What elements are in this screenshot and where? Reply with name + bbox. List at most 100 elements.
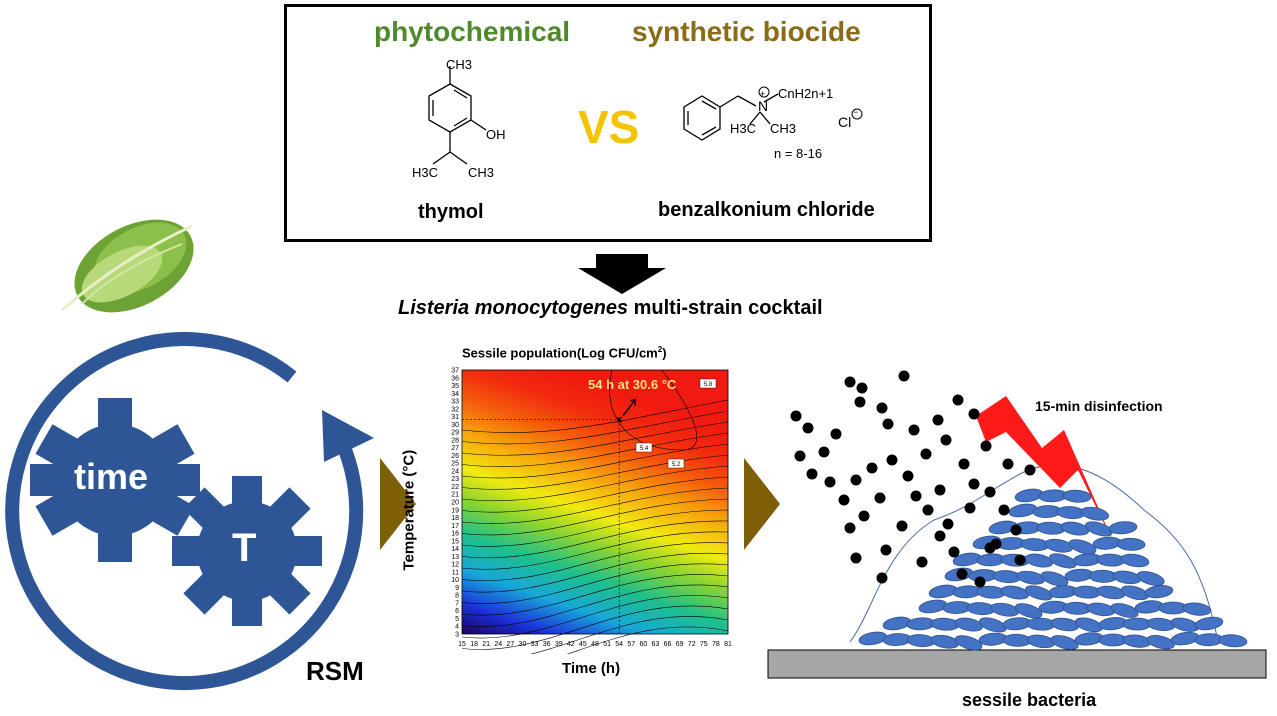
svg-text:5.2: 5.2 xyxy=(672,462,681,468)
benzalkonium-structure xyxy=(683,86,779,141)
x-tick-label: 30 xyxy=(519,641,527,648)
y-tick-label: 11 xyxy=(452,569,459,576)
y-tick-label: 14 xyxy=(451,546,459,553)
planktonic-cell xyxy=(1010,524,1022,536)
sessile-cell xyxy=(979,617,1007,633)
x-tick-label: 27 xyxy=(506,641,514,648)
y-tick-label: 32 xyxy=(451,406,459,413)
planktonic-cell xyxy=(806,468,818,480)
sessile-cell xyxy=(1050,635,1079,650)
substrate-surface xyxy=(767,649,1267,679)
planktonic-cell xyxy=(908,424,920,436)
bac-chain: CnH2n+1 xyxy=(778,86,834,101)
x-tick-label: 75 xyxy=(700,641,708,648)
y-tick-label: 8 xyxy=(455,593,459,600)
x-tick-label: 42 xyxy=(567,641,575,648)
x-tick-label: 66 xyxy=(664,641,672,648)
svg-text:5.8: 5.8 xyxy=(704,382,713,388)
bac-n: N xyxy=(758,98,769,114)
contour-line xyxy=(461,421,729,456)
gear-t-icon xyxy=(172,476,322,626)
sessile-cell xyxy=(1000,585,1030,600)
rsm-arrowhead-icon xyxy=(322,410,374,462)
planktonic-cell xyxy=(794,450,806,462)
gear-time-label: time xyxy=(74,456,149,497)
y-tick-label: 7 xyxy=(455,600,459,607)
olive-arrow-1-icon xyxy=(380,458,416,550)
x-tick-label: 39 xyxy=(555,641,563,648)
contour-line xyxy=(461,595,729,639)
biofilm-scene xyxy=(767,370,1267,679)
comparison-box xyxy=(284,4,932,242)
contour-line xyxy=(461,520,729,559)
thymol-ch3-bottom: CH3 xyxy=(468,165,495,180)
planktonic-cell xyxy=(876,572,888,584)
x-tick-label: 51 xyxy=(603,641,611,648)
y-tick-label: 9 xyxy=(455,585,459,592)
bac-cl: Cl xyxy=(838,114,852,130)
contour-line xyxy=(461,454,729,490)
x-tick-label: 45 xyxy=(579,641,587,648)
x-tick-label: 15 xyxy=(458,641,466,648)
contour-line xyxy=(461,443,729,479)
planktonic-cell xyxy=(818,446,830,458)
optimum-annotation: 54 h at 30.6 °C xyxy=(588,377,677,392)
y-tick-label: 29 xyxy=(451,430,459,437)
contour-line xyxy=(461,476,729,513)
planktonic-cell xyxy=(958,458,970,470)
planktonic-cell xyxy=(920,448,932,460)
rsm-label: RSM xyxy=(306,656,364,686)
y-tick-label: 27 xyxy=(451,445,459,452)
optimum-arrow-icon xyxy=(622,398,636,417)
chart-ylabel: Temperature (°C) xyxy=(400,449,418,571)
y-tick-label: 35 xyxy=(451,383,459,390)
y-tick-label: 5 xyxy=(455,616,459,623)
sessile-cell xyxy=(1040,571,1069,587)
y-tick-label: 3 xyxy=(455,632,459,639)
x-tick-label: 21 xyxy=(482,641,490,648)
x-tick-label: 69 xyxy=(676,641,684,648)
contour-line xyxy=(461,399,729,433)
contour-line xyxy=(461,552,729,593)
bac-h3c: H3C xyxy=(730,121,757,136)
sessile-cell xyxy=(954,617,984,632)
planktonic-cell xyxy=(882,418,894,430)
planktonic-cell xyxy=(854,396,866,408)
y-tick-label: 21 xyxy=(451,492,459,499)
sessile-cell xyxy=(1146,635,1175,650)
contour-line xyxy=(461,487,729,524)
planktonic-cell xyxy=(790,410,802,422)
planktonic-cell xyxy=(984,542,996,554)
sessile-cell xyxy=(1122,617,1152,631)
disinfection-label: 15-min disinfection xyxy=(1035,398,1163,414)
y-tick-label: 10 xyxy=(451,577,459,584)
planktonic-cell xyxy=(948,546,960,558)
planktonic-cell xyxy=(896,520,908,532)
svg-text:5.4: 5.4 xyxy=(640,446,649,452)
optimum-marker: × xyxy=(616,413,623,427)
planktonic-cell xyxy=(886,454,898,466)
sessile-cell xyxy=(1049,553,1077,569)
contour-line xyxy=(461,432,729,467)
vs-label: VS xyxy=(578,101,640,153)
benzalkonium-label: benzalkonium chloride xyxy=(658,199,875,221)
planktonic-cell xyxy=(934,530,946,542)
planktonic-cell xyxy=(898,370,910,382)
planktonic-cell xyxy=(952,394,964,406)
sessile-cell xyxy=(1080,506,1110,521)
planktonic-cell xyxy=(874,492,886,504)
y-tick-label: 33 xyxy=(451,399,459,406)
x-tick-label: 36 xyxy=(543,641,551,648)
thymol-oh: OH xyxy=(486,127,506,142)
sessile-cell xyxy=(954,635,983,651)
thymol-h3c: H3C xyxy=(412,165,439,180)
planktonic-cell xyxy=(916,556,928,568)
planktonic-cell xyxy=(910,490,922,502)
y-tick-label: 16 xyxy=(451,531,459,538)
sessile-bacteria-caption: sessile bacteria xyxy=(962,690,1097,710)
lettuce-icon xyxy=(61,219,194,313)
olive-arrow-2-icon xyxy=(744,458,780,550)
bac-plus: + xyxy=(760,89,766,99)
planktonic-cell xyxy=(956,568,968,580)
